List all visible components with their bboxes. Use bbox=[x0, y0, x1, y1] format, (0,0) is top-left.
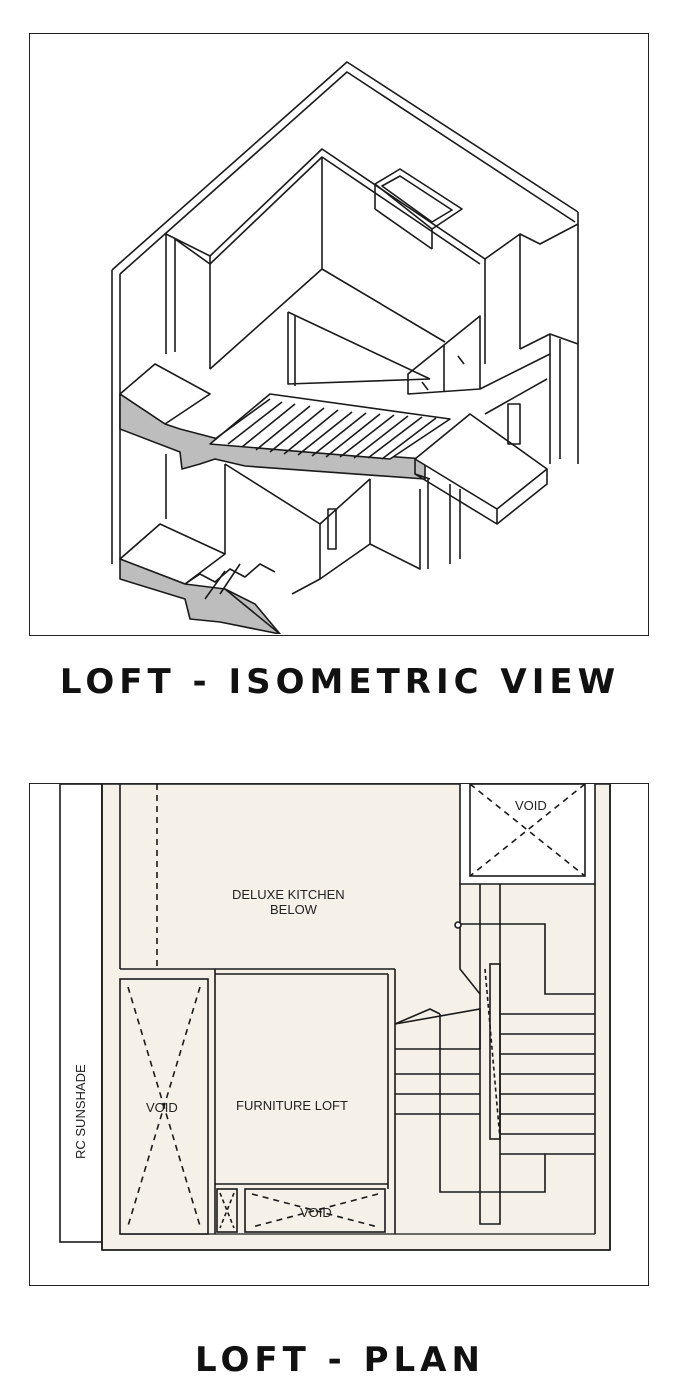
inner-wall-back bbox=[165, 148, 486, 260]
lower-steps bbox=[184, 563, 276, 585]
isometric-view-frame bbox=[29, 33, 649, 636]
plan-staircase bbox=[394, 884, 595, 1225]
loft-floor-edge bbox=[209, 268, 446, 370]
isometric-drawing bbox=[111, 61, 579, 634]
small-void-box bbox=[216, 1188, 238, 1233]
label-kitchen-line1: DELUXE KITCHEN bbox=[232, 887, 345, 902]
lower-slab-section bbox=[119, 558, 281, 634]
right-parapet bbox=[519, 212, 579, 245]
partition-wall bbox=[287, 312, 431, 385]
plan-view-frame: VOID DELUXE KITCHEN BELOW FURNITURE LOFT… bbox=[29, 783, 649, 1286]
label-furniture-loft: FURNITURE LOFT bbox=[236, 1098, 348, 1113]
loft-slab-section bbox=[119, 393, 426, 480]
isometric-view-caption: LOFT - ISOMETRIC VIEW bbox=[59, 662, 621, 702]
bottom-void-box bbox=[244, 1188, 386, 1233]
outer-wall-left-inner bbox=[119, 71, 576, 275]
label-void-top: VOID bbox=[515, 798, 547, 813]
label-void-left: VOID bbox=[146, 1100, 178, 1115]
plan-drawing: VOID DELUXE KITCHEN BELOW FURNITURE LOFT… bbox=[59, 784, 611, 1251]
label-kitchen-line2: BELOW bbox=[270, 902, 318, 917]
top-void-box bbox=[459, 784, 596, 885]
skylight-box bbox=[374, 168, 463, 230]
staircase-flight bbox=[209, 393, 451, 460]
skylight-box-inner bbox=[381, 175, 453, 223]
label-sunshade: RC SUNSHADE bbox=[73, 1064, 88, 1159]
label-void-bottom: VOID bbox=[300, 1205, 332, 1220]
inner-wall-back-inner bbox=[174, 156, 481, 265]
right-room-wall bbox=[484, 233, 521, 349]
rc-sunshade-strip bbox=[59, 784, 103, 1243]
outer-wall-left bbox=[111, 61, 579, 271]
lower-room bbox=[224, 463, 321, 595]
plan-view-caption: LOFT - PLAN bbox=[195, 1340, 485, 1380]
